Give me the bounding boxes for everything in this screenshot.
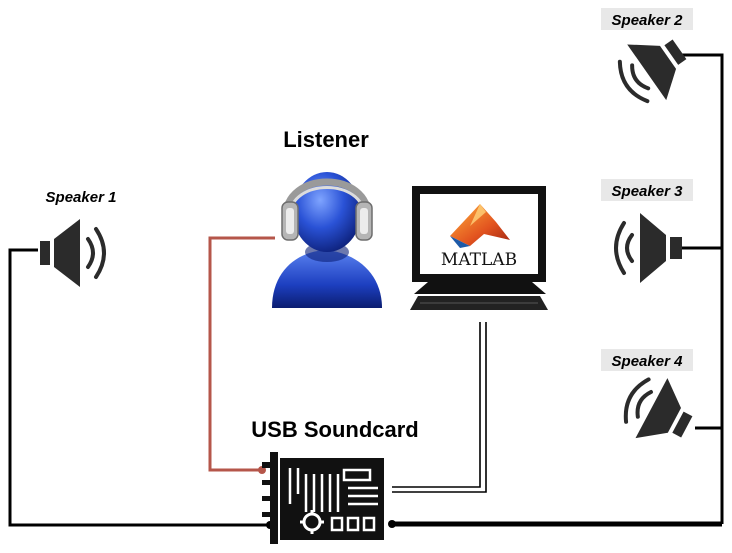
speaker-3-label-bg	[601, 179, 693, 201]
speaker-1-icon	[40, 219, 106, 287]
speaker-3-label: Speaker 3	[612, 183, 684, 200]
speaker-4-label-bg	[601, 349, 693, 371]
wire-speaker-1	[8, 248, 270, 527]
speaker-4-label-group: Speaker 4	[601, 349, 693, 371]
speaker-2-icon	[617, 39, 687, 104]
wire-headphones	[208, 236, 275, 472]
computer-icon	[410, 186, 548, 310]
wire-usb-outer	[392, 322, 481, 488]
speaker-4-label: Speaker 4	[612, 353, 684, 370]
listener-label: Listener	[283, 127, 369, 152]
speaker-3-icon	[614, 213, 682, 283]
wire-usb-inner	[392, 322, 487, 493]
speaker-3-label-group: Speaker 3	[601, 179, 693, 201]
wire-speaker-2	[682, 53, 724, 524]
speaker-4-icon	[623, 377, 693, 439]
matlab-label: MATLAB	[441, 250, 517, 270]
soundcard-label: USB Soundcard	[251, 417, 418, 442]
matlab-logo-icon	[450, 204, 510, 248]
speaker-1-label-group: Speaker 1	[46, 189, 117, 206]
speaker-2-label-group: Speaker 2	[601, 8, 693, 30]
speaker-1-label: Speaker 1	[46, 189, 117, 206]
soundcard-icon	[262, 452, 384, 544]
soundcard-port-right-dot	[388, 520, 396, 528]
speaker-2-label-bg	[601, 8, 693, 30]
listener-icon	[272, 172, 382, 308]
speaker-2-label: Speaker 2	[612, 12, 684, 29]
